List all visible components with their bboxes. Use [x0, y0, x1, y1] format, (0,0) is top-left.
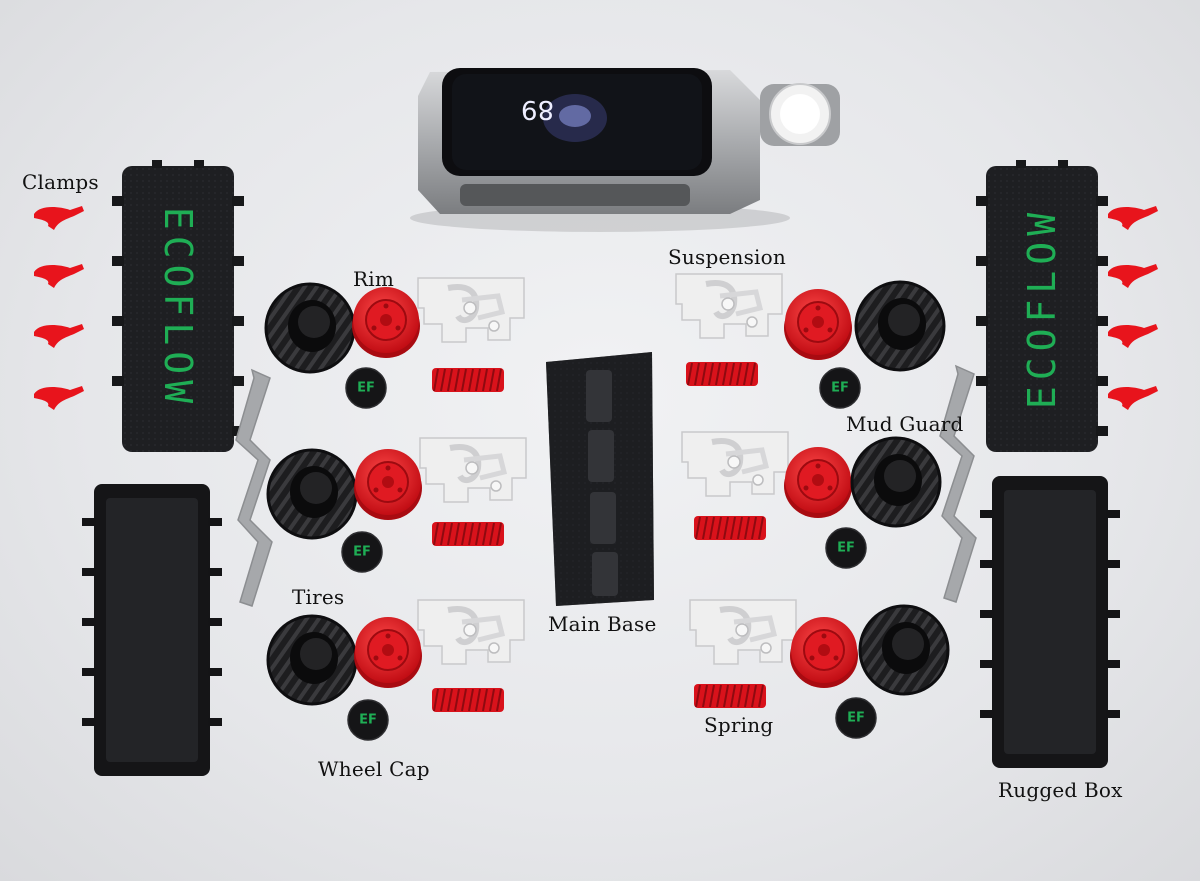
wheel-cap-logo: EF	[847, 710, 865, 726]
label-rugged-box: Rugged Box	[998, 778, 1123, 802]
left-rugged-box	[82, 484, 222, 776]
wheel-cap-logo: EF	[353, 544, 371, 560]
label-suspension: Suspension	[668, 245, 786, 269]
label-clamps: Clamps	[22, 170, 99, 194]
wheel-cap-logo: EF	[831, 380, 849, 396]
left-wheel-set-1	[264, 278, 524, 409]
left-lid-logo: ECOFLOW	[156, 206, 200, 410]
label-main-base: Main Base	[548, 612, 657, 636]
right-mud-guard	[939, 365, 977, 603]
left-wheel-set-3	[266, 600, 524, 741]
label-spring: Spring	[704, 713, 774, 737]
right-clamps	[1108, 206, 1158, 410]
wheel-cap-logo: EF	[357, 380, 375, 396]
right-rugged-box	[980, 476, 1120, 768]
label-tires: Tires	[292, 585, 345, 609]
label-mud-guard: Mud Guard	[846, 412, 964, 436]
wheel-cap-logo: EF	[837, 540, 855, 556]
wheel-cap-logo: EF	[359, 712, 377, 728]
label-rim: Rim	[353, 267, 395, 291]
power-station-device	[410, 68, 840, 232]
right-lid-logo: ECOFLOW	[1020, 206, 1064, 410]
main-base	[546, 352, 654, 606]
device-screen-value: 89	[521, 94, 555, 124]
left-wheel-set-2	[266, 438, 526, 573]
right-wheel-set-1	[676, 274, 946, 409]
left-mud-guard	[235, 369, 273, 607]
label-wheel-cap: Wheel Cap	[318, 757, 430, 781]
left-clamps	[34, 206, 84, 410]
right-wheel-set-2	[682, 432, 942, 569]
